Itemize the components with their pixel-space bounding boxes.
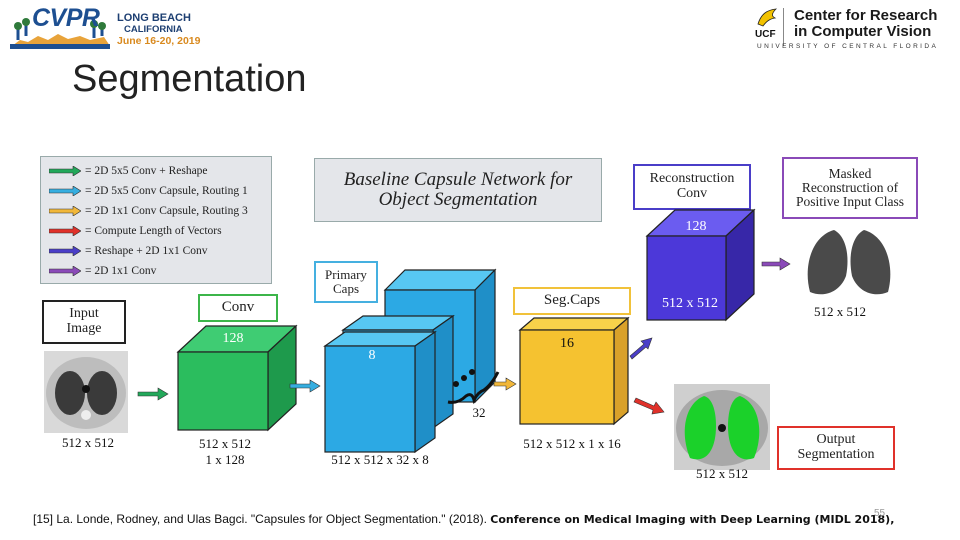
conv-label-box: Conv xyxy=(198,294,278,322)
segcaps-depth-label: 16 xyxy=(560,336,574,351)
ucf-pegasus-logo xyxy=(755,6,779,28)
university-line: UNIVERSITY OF CENTRAL FLORIDA xyxy=(757,43,939,50)
cvpr-skyline-icon xyxy=(10,18,110,49)
legend-label: = 2D 1x1 Conv Capsule, Routing 3 xyxy=(85,205,248,217)
footer-citation-plain: [15] La. Londe, Rodney, and Ulas Bagci. … xyxy=(33,512,487,526)
reconstruction-conv-label-box: Reconstruction Conv xyxy=(633,164,751,210)
red-arrow-icon xyxy=(49,226,81,236)
legend-label: = 2D 5x5 Conv + Reshape xyxy=(85,165,208,177)
arrow-conv-to-primary-caps xyxy=(289,379,321,393)
legend-row-conv-capsule-r1: = 2D 5x5 Conv Capsule, Routing 1 xyxy=(49,183,248,199)
diagram-title: Baseline Capsule Network for Object Segm… xyxy=(314,158,602,222)
purple-arrow-icon xyxy=(49,266,81,276)
reconstruction-size-label: 512 x 512 xyxy=(662,296,718,311)
blue-arrow-icon xyxy=(49,186,81,196)
legend-label: = 2D 5x5 Conv Capsule, Routing 1 xyxy=(85,185,248,197)
segcaps-size-label: 512 x 512 x 1 x 16 xyxy=(523,436,621,451)
output-segmentation-image xyxy=(674,384,770,470)
primary-caps-depth-label: 8 xyxy=(368,348,376,363)
indigo-arrow-icon xyxy=(49,246,81,256)
output-size-label: 512 x 512 xyxy=(696,466,748,481)
yellow-arrow-icon xyxy=(49,206,81,216)
conv-cube xyxy=(176,324,298,432)
crcv-line1: Center for Research xyxy=(794,7,938,24)
ucf-logo-text: UCF xyxy=(755,29,776,40)
primary-caps-label-box: Primary Caps xyxy=(314,261,378,303)
primary-caps-size-label: 512 x 512 x 32 x 8 xyxy=(331,452,429,467)
legend-row-vector-length: = Compute Length of Vectors xyxy=(49,223,222,239)
cvpr-dates: June 16-20, 2019 xyxy=(117,35,201,47)
header-divider xyxy=(783,8,784,46)
conv-size-label-line2: 1 x 128 xyxy=(205,452,245,467)
cvpr-logo-text: CVPR xyxy=(32,4,100,32)
input-ct-image xyxy=(44,351,128,433)
legend-label: = 2D 1x1 Conv xyxy=(85,265,157,277)
output-segmentation-label-box: Output Segmentation xyxy=(777,426,895,470)
page-title: Segmentation xyxy=(72,58,307,100)
masked-reconstruction-label-box: Masked Reconstruction of Positive Input … xyxy=(782,157,918,219)
masked-size-label: 512 x 512 xyxy=(814,304,866,319)
cvpr-logo: CVPR xyxy=(8,4,113,52)
arrow-segcaps-to-output xyxy=(633,397,665,415)
legend-box: = 2D 5x5 Conv + Reshape = 2D 5x5 Conv Ca… xyxy=(40,156,272,284)
cvpr-location-line2: CALIFORNIA xyxy=(124,24,183,35)
segcaps-cube xyxy=(518,316,630,426)
footer-citation: [15] La. Londe, Rodney, and Ulas Bagci. … xyxy=(33,512,953,526)
cvpr-location-line1: LONG BEACH xyxy=(117,12,191,24)
primary-caps-count-label: 32 xyxy=(472,405,486,420)
primary-caps-cube-stack xyxy=(323,268,497,454)
arrow-primary-caps-to-segcaps xyxy=(493,377,517,391)
legend-row-reshape-conv: = Reshape + 2D 1x1 Conv xyxy=(49,243,208,259)
input-image-label-box: Input Image xyxy=(42,300,126,344)
legend-label: = Reshape + 2D 1x1 Conv xyxy=(85,245,208,257)
input-size-label: 512 x 512 xyxy=(62,435,114,450)
footer-citation-bold: Conference on Medical Imaging with Deep … xyxy=(490,513,895,526)
legend-label: = Compute Length of Vectors xyxy=(85,225,222,237)
pegasus-icon xyxy=(757,8,778,27)
legend-row-conv-reshape: = 2D 5x5 Conv + Reshape xyxy=(49,163,208,179)
crcv-line2: in Computer Vision xyxy=(794,23,932,40)
arrow-segcaps-to-reconstruction xyxy=(629,337,653,360)
capsule-count-brace xyxy=(447,369,500,405)
page-number: 55 xyxy=(874,508,886,519)
masked-reconstruction-image xyxy=(795,222,903,302)
green-arrow-icon xyxy=(49,166,81,176)
segcaps-label-box: Seg.Caps xyxy=(513,287,631,315)
legend-row-conv-1x1: = 2D 1x1 Conv xyxy=(49,263,156,279)
arrow-input-to-conv xyxy=(137,387,169,401)
reconstruction-cube xyxy=(645,208,756,322)
arrow-reconstruction-to-masked xyxy=(761,257,791,271)
conv-size-label-line1: 512 x 512 xyxy=(199,436,251,451)
reconstruction-depth-label: 128 xyxy=(685,219,707,234)
legend-row-conv-capsule-r3: = 2D 1x1 Conv Capsule, Routing 3 xyxy=(49,203,248,219)
conv-depth-label: 128 xyxy=(222,331,244,346)
